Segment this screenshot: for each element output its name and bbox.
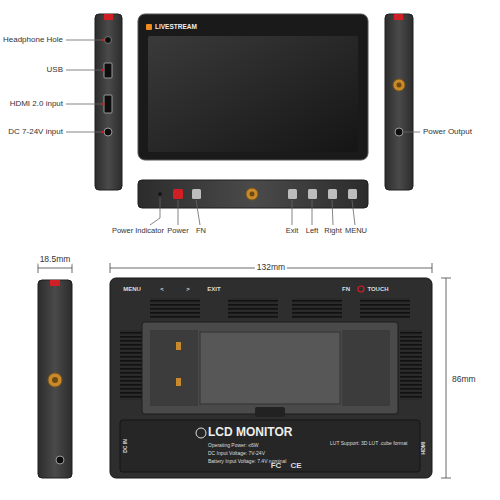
dimension-label: 86mm: [452, 375, 476, 384]
button-label: Left: [306, 227, 319, 235]
spec-text: LUT Support: 3D LUT .cube format: [330, 441, 407, 447]
product-name: LCD MONITOR: [208, 426, 292, 439]
cert-mark: CE: [290, 462, 301, 471]
button-label: Power Indicator: [112, 227, 164, 235]
spec-text: Operating Power: ≤6W: [208, 443, 259, 449]
button-label: MENU: [345, 227, 367, 235]
brand-logo: LIVESTREAM: [155, 23, 197, 30]
button-label: Right: [324, 227, 342, 235]
back-marking: <: [160, 286, 164, 293]
back-marking: >: [186, 286, 190, 293]
back-marking: FN: [342, 286, 350, 293]
port-label: DC 7-24V input: [8, 128, 63, 137]
back-marking: TOUCH: [367, 286, 388, 293]
button-label: Exit: [286, 227, 299, 235]
dimension-label: 18.5mm: [38, 255, 73, 264]
back-marking: DC IN: [123, 439, 129, 453]
spec-text: DC Input Voltage: 7V-24V: [208, 451, 265, 457]
port-label: Headphone Hole: [3, 36, 63, 45]
back-marking: HDMI: [421, 442, 427, 455]
back-marking: MENU: [123, 286, 141, 293]
button-label: FN: [196, 227, 206, 235]
back-marking: EXIT: [207, 286, 220, 293]
button-label: Power: [167, 227, 188, 235]
port-label: Power Output: [423, 128, 472, 137]
port-label: USB: [47, 66, 63, 75]
cert-mark: FC: [271, 462, 282, 471]
dimension-label: 132mm: [255, 263, 287, 272]
port-label: HDMI 2.0 input: [10, 100, 63, 109]
